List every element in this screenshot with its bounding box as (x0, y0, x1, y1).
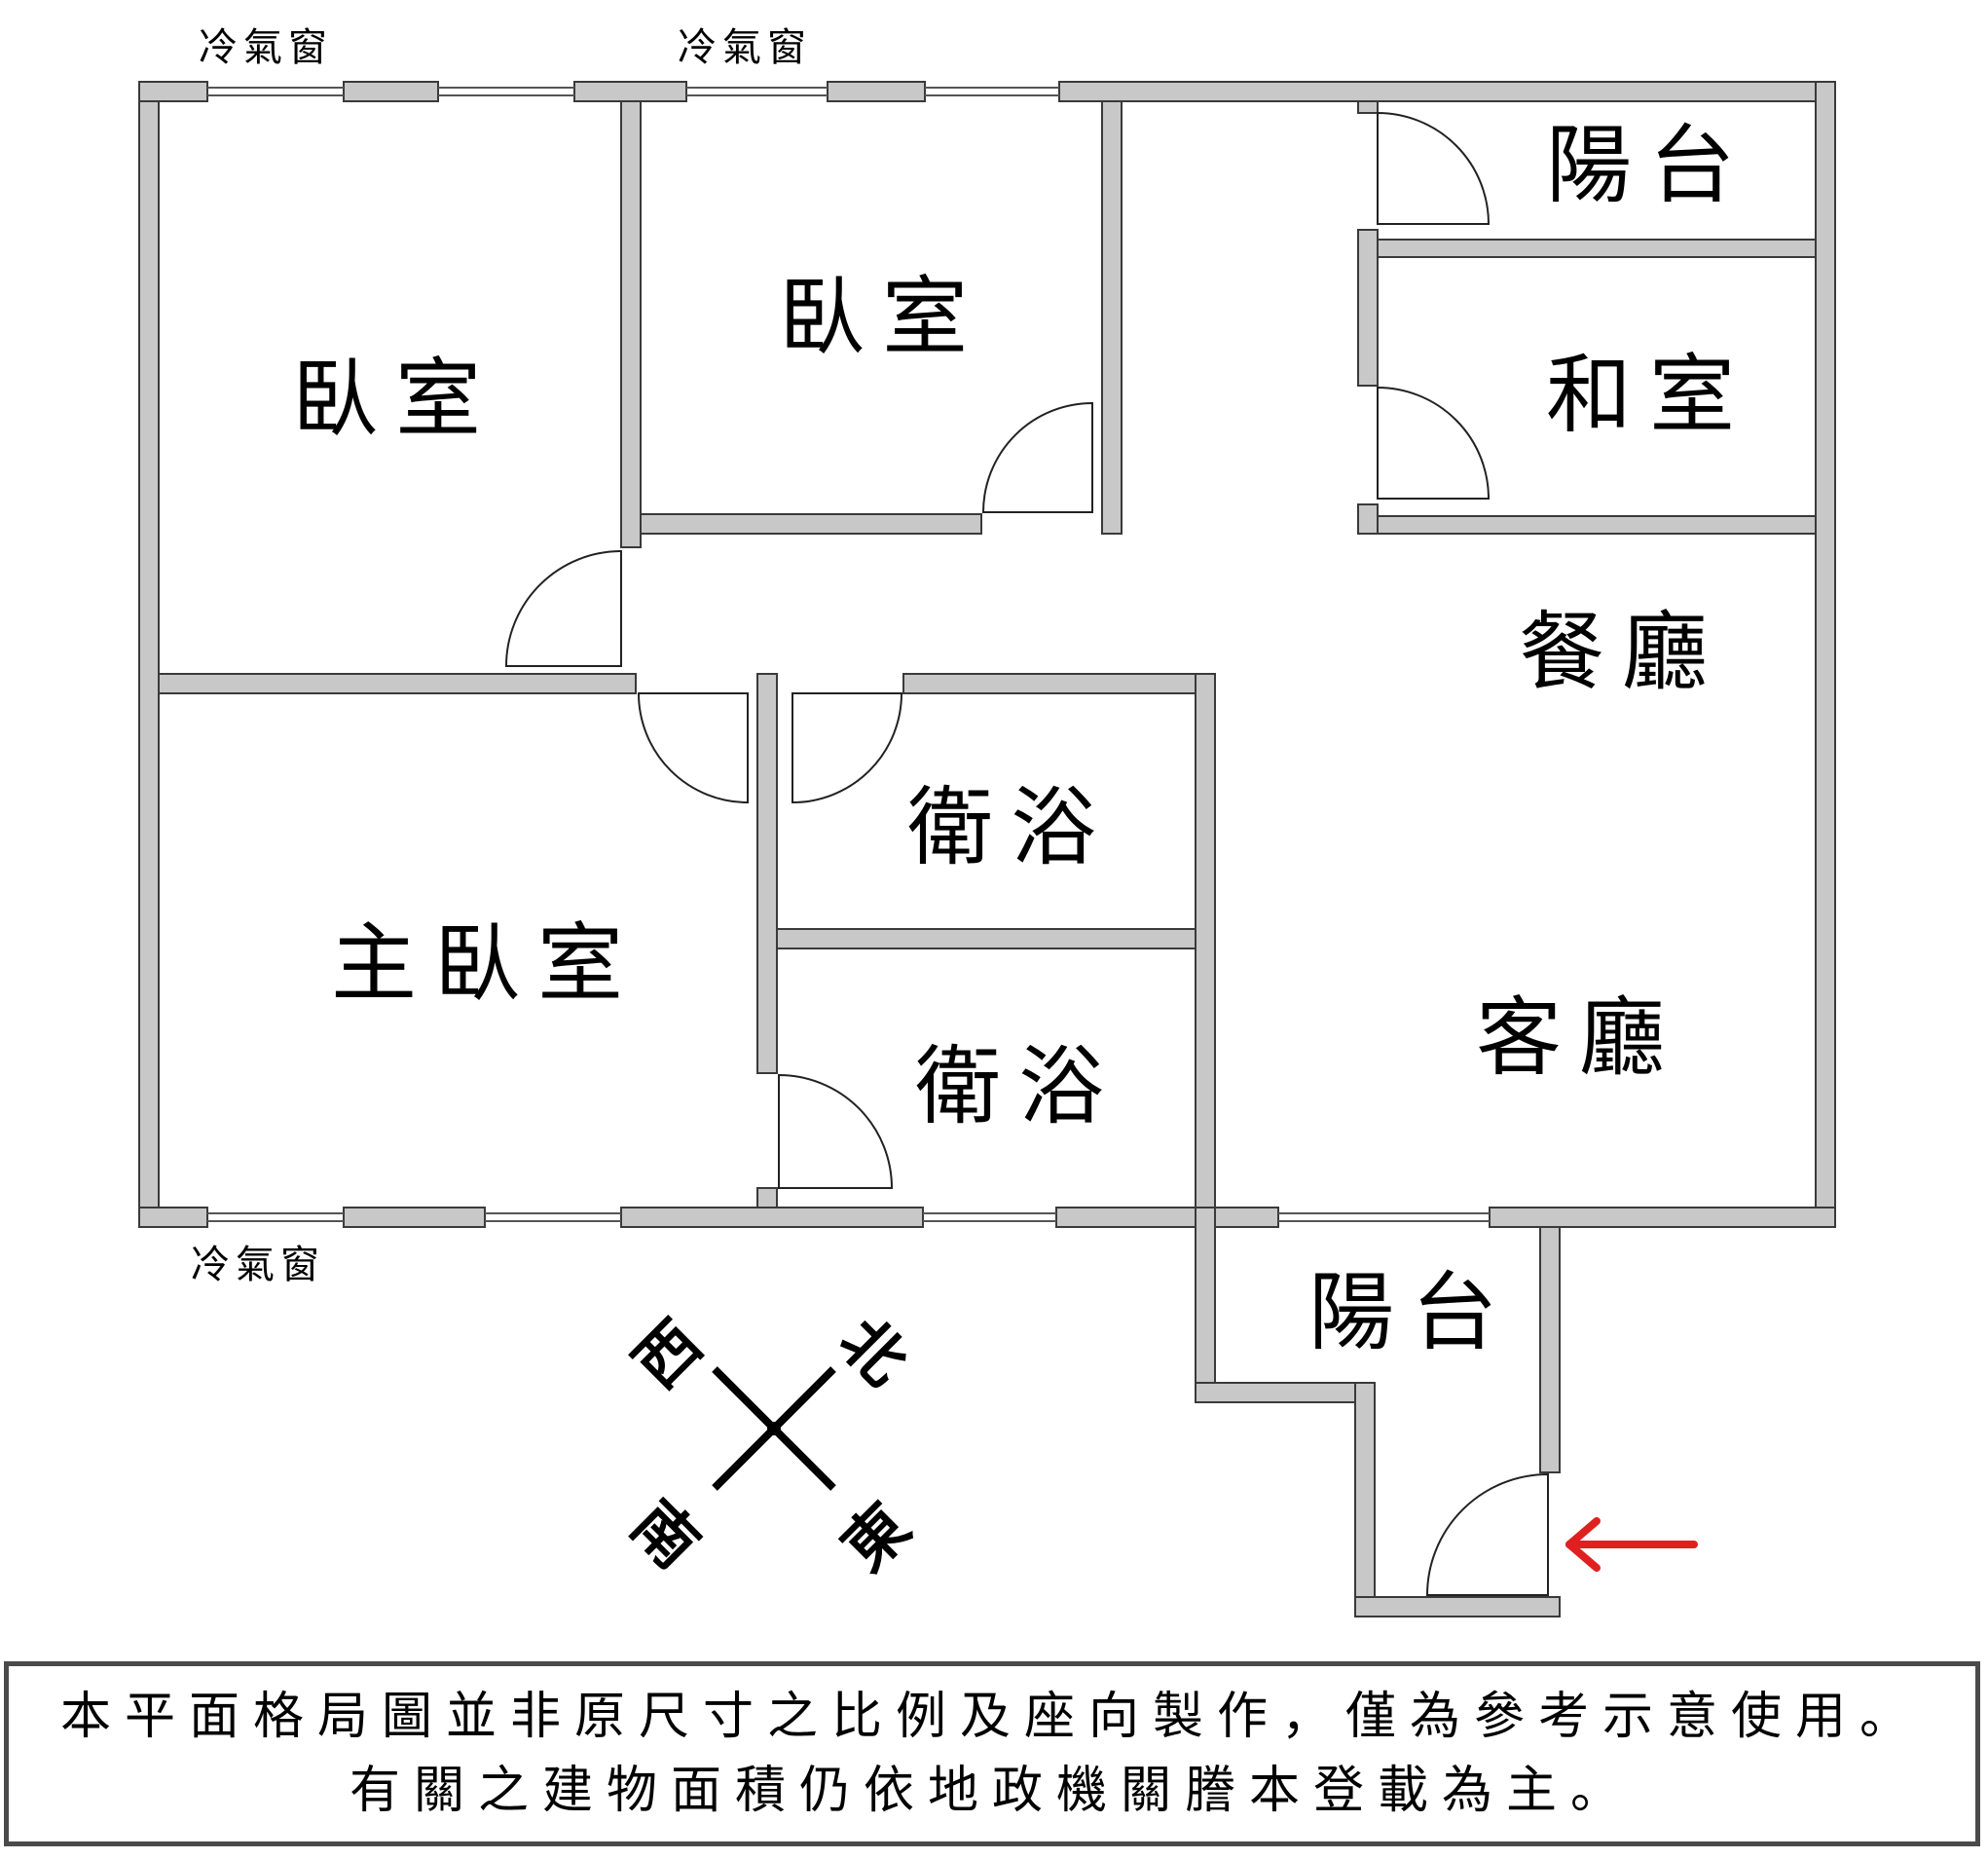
door-japanese-room (1377, 386, 1491, 500)
wall-south-seg3 (620, 1207, 924, 1228)
wall-west (138, 81, 160, 1228)
disclaimer-box: 本平面格局圖並非原尺寸之比例及座向製作，僅為參考示意使用。 有關之建物面積仍依地… (4, 1661, 1980, 1846)
disclaimer-line-1: 本平面格局圖並非原尺寸之比例及座向製作，僅為參考示意使用。 (59, 1688, 1924, 1746)
wall-bath-west-c (756, 1187, 778, 1208)
wall-north-seg5 (1058, 81, 1836, 102)
room-label-bathroom-lower: 衛浴 (915, 1036, 1122, 1136)
room-label-living-room: 客廳 (1476, 987, 1682, 1088)
wall-balcony-se-east (1539, 1226, 1561, 1473)
wall-north-seg4 (827, 81, 926, 102)
door-entrance (1425, 1472, 1549, 1596)
compass: 北 東 南 西 (617, 1304, 925, 1585)
wall-north-seg3 (573, 81, 687, 102)
wall-jp-west-c (1357, 503, 1379, 535)
wall-bedroom-divider (620, 100, 642, 548)
wall-jp-south (1377, 515, 1817, 535)
wall-jp-west-b (1357, 229, 1379, 387)
compass-east: 東 (828, 1490, 924, 1585)
wall-bedroom-n-south (640, 513, 982, 535)
wall-balcony-se-west (1195, 1207, 1216, 1403)
wall-jp-west-a (1357, 100, 1379, 114)
window-label-2: 冷氣窗 (678, 25, 812, 70)
disclaimer-line-2: 有關之建物面積仍依地政機關謄本登載為主。 (349, 1762, 1635, 1820)
door-balcony-ne (1377, 111, 1491, 225)
wall-south-seg5 (1489, 1207, 1836, 1228)
windows (207, 87, 1490, 1222)
room-label-bathroom-upper: 衛浴 (907, 777, 1114, 877)
wall-bedroom-n-east (1101, 100, 1123, 535)
wall-east (1815, 81, 1836, 1228)
compass-center (767, 1422, 781, 1435)
floor-plan: 臥室 臥室 主臥室 陽台 和室 餐廳 衛浴 衛浴 客廳 陽台 冷氣窗 冷氣窗 冷… (138, 25, 1836, 1617)
doors (504, 111, 1549, 1596)
door-master (637, 692, 749, 804)
window-label-3: 冷氣窗 (191, 1243, 325, 1287)
wall-balcony-ne-south (1377, 239, 1817, 258)
compass-south: 南 (617, 1487, 713, 1582)
door-bedroom-nw (504, 549, 622, 667)
wall-balcony-se-lower-west (1354, 1382, 1376, 1617)
room-label-master-bedroom: 主臥室 (331, 913, 641, 1014)
wall-bath-north (902, 673, 1216, 694)
door-bath-lower (778, 1073, 894, 1189)
wall-south-seg1 (138, 1207, 208, 1228)
arrow-left-icon (1565, 1517, 1698, 1572)
window-label-1: 冷氣窗 (199, 25, 333, 70)
wall-south-seg4 (1055, 1207, 1279, 1228)
compass-north: 北 (826, 1304, 921, 1399)
compass-west: 西 (620, 1307, 716, 1402)
room-label-bedroom-n: 臥室 (779, 267, 985, 367)
wall-north-seg1 (138, 81, 208, 102)
wall-balcony-se-south (1354, 1596, 1561, 1617)
wall-north-seg2 (343, 81, 439, 102)
wall-south-seg2 (343, 1207, 486, 1228)
room-label-bedroom-nw: 臥室 (292, 349, 498, 449)
door-bath-upper (792, 692, 903, 804)
wall-master-north (158, 673, 637, 694)
wall-balcony-se-step (1195, 1382, 1376, 1403)
room-label-dining-room: 餐廳 (1519, 602, 1725, 702)
room-label-balcony-se: 陽台 (1308, 1262, 1515, 1362)
walls (138, 81, 1836, 1617)
door-bedroom-n (981, 401, 1093, 513)
wall-bath-west-b (756, 673, 778, 1074)
room-label-balcony-ne: 陽台 (1546, 115, 1752, 215)
room-label-japanese-room: 和室 (1546, 345, 1752, 445)
wall-bath-divider (776, 928, 1196, 949)
wall-bath-east (1195, 673, 1216, 1210)
